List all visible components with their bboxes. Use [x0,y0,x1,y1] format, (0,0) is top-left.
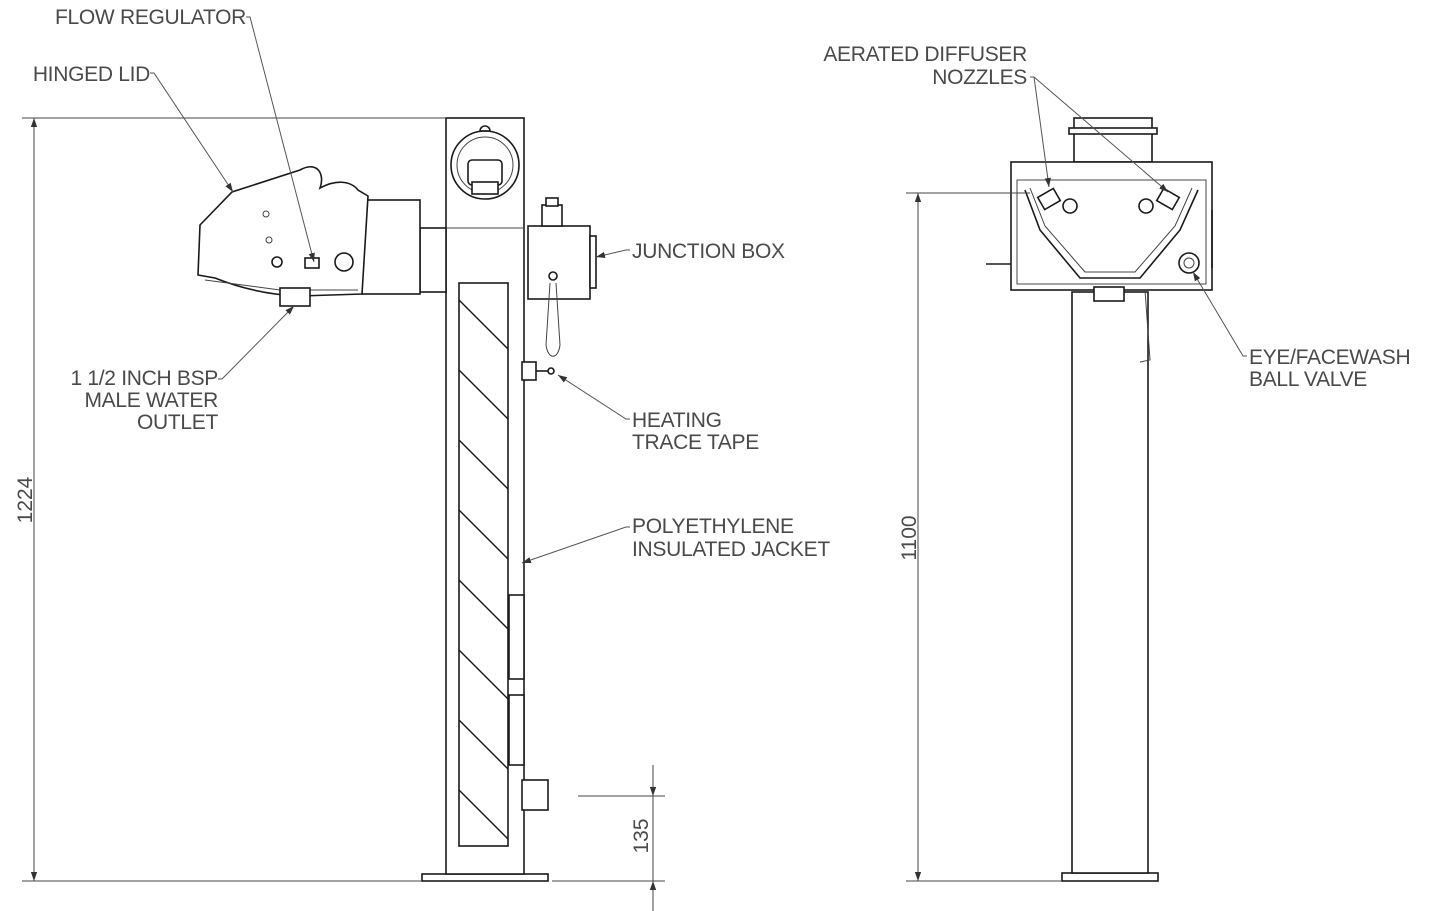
front-post [1071,291,1149,874]
label-junction-box: JUNCTION BOX [632,240,785,263]
label-jacket-line1: POLYETHYLENE [632,515,794,538]
ball-valve [1178,252,1200,274]
base-plate [421,873,549,882]
flow-regulator-knob [304,257,320,269]
dim-post-height: 1100 [898,515,921,560]
label-heating-line1: HEATING [632,409,722,432]
dim-outlet-height: 135 [630,818,653,853]
insulated-jacket [458,282,509,847]
dim-overall-height: 1224 [14,476,37,523]
top-gauge [450,125,520,200]
diffuser-nozzle-right [1155,187,1181,211]
front-view [986,117,1213,882]
label-outlet-line3: OUTLET [137,411,219,434]
label-nozzles-line1: AERATED DIFFUSER [823,43,1027,66]
water-inlet-stub [521,779,549,811]
label-valve-line2: BALL VALVE [1249,368,1367,391]
label-valve-line1: EYE/FACEWASH [1249,346,1410,369]
bowl-assembly [197,165,447,307]
label-flow-regulator: FLOW REGULATOR [55,6,246,29]
label-nozzles-line2: NOZZLES [932,66,1027,89]
label-hinged-lid: HINGED LID [33,63,150,86]
side-view [197,117,597,882]
label-outlet-line2: MALE WATER [84,389,218,412]
label-heating-line2: TRACE TAPE [632,431,759,454]
junction-box [527,197,597,357]
label-outlet-line1: 1 1/2 INCH BSP [70,367,218,390]
water-outlet [279,287,311,307]
label-jacket-line2: INSULATED JACKET [632,538,830,561]
leader-lines [150,16,1247,564]
front-base-plate [1061,872,1159,882]
trace-tape-fitting [521,361,537,381]
dimension-lines [22,117,1062,911]
diffuser-nozzle-left [1036,187,1062,211]
